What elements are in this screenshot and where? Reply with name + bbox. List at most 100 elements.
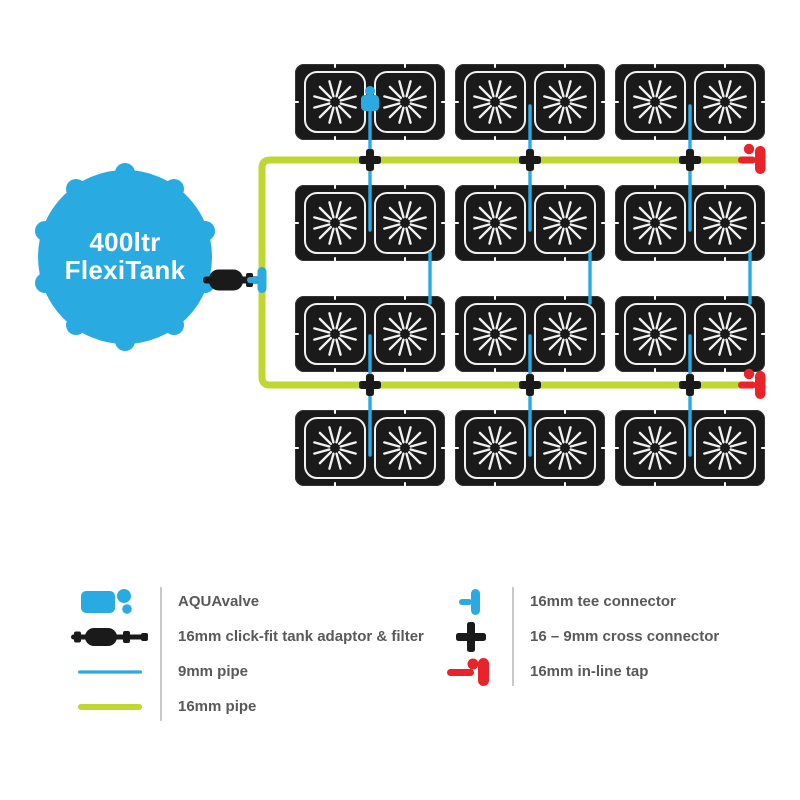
9mm-pipes (368, 104, 752, 457)
grow-tray-r4c3 (611, 406, 769, 490)
tray-mark (493, 136, 497, 144)
tray-mark (601, 221, 609, 225)
plant-icon (633, 201, 677, 245)
pot (304, 192, 366, 254)
legend-item-9mm-pipe: 9mm pipe (60, 654, 450, 689)
legend-label: 16 – 9mm cross connector (530, 628, 720, 645)
tray-mark (333, 257, 337, 265)
tray-mark (653, 292, 657, 300)
tray-mark (563, 257, 567, 265)
plant-icon (633, 426, 677, 470)
grow-tray-r3c1 (291, 292, 449, 376)
pot (374, 192, 436, 254)
tray-mark (403, 257, 407, 265)
pot (464, 71, 526, 133)
tray-mark (333, 136, 337, 144)
tray-mark (653, 181, 657, 189)
pot (304, 417, 366, 479)
plant-icon (473, 426, 517, 470)
pot (534, 192, 596, 254)
cross-connector (359, 374, 381, 396)
tray-mark (723, 136, 727, 144)
cross-connector (519, 149, 541, 171)
pipe-16mm-icon (78, 703, 142, 710)
plant-icon (313, 426, 357, 470)
plant-icon (383, 312, 427, 356)
pot (694, 303, 756, 365)
plant-icon (313, 312, 357, 356)
tray-mark (441, 446, 449, 450)
tray-mark (563, 292, 567, 300)
tray-mark (333, 406, 337, 414)
pot (624, 192, 686, 254)
pot (624, 303, 686, 365)
pot (374, 417, 436, 479)
tray-mark (761, 100, 769, 104)
grow-tray-r2c1 (291, 181, 449, 265)
tray-mark (493, 181, 497, 189)
plant-icon (543, 80, 587, 124)
cross-connector (679, 374, 701, 396)
tray-mark (291, 221, 299, 225)
tank-body (38, 170, 212, 344)
grow-tray-r2c2 (451, 181, 609, 265)
tray-mark (653, 136, 657, 144)
tray-mark (653, 60, 657, 68)
plant-icon (473, 80, 517, 124)
plant-icon (703, 312, 747, 356)
tray-mark (451, 221, 459, 225)
legend-divider (160, 587, 162, 721)
grow-tray-r3c2 (451, 292, 609, 376)
legend-divider (512, 587, 514, 686)
cross-connector (519, 374, 541, 396)
tray-mark (441, 332, 449, 336)
tank-capacity: 400ltr (89, 227, 161, 258)
pot (534, 303, 596, 365)
tray-mark (563, 406, 567, 414)
tray-mark (493, 257, 497, 265)
tray-mark (601, 446, 609, 450)
pot (534, 71, 596, 133)
plant-icon (383, 201, 427, 245)
plant-icon (543, 201, 587, 245)
tray-mark (723, 292, 727, 300)
plant-icon (543, 426, 587, 470)
tray-mark (723, 368, 727, 376)
tray-mark (493, 60, 497, 68)
pot (304, 71, 366, 133)
legend-item-inline-tap: 16mm in-line tap (430, 654, 760, 689)
grow-tray-r4c2 (451, 406, 609, 490)
plant-icon (633, 80, 677, 124)
tray-mark (403, 136, 407, 144)
legend-item-cross-connector: 16 – 9mm cross connector (430, 619, 760, 654)
legend-left: AQUAvalve 16mm click-fit tank adaptor & … (60, 584, 450, 724)
plant-icon (633, 312, 677, 356)
tray-mark (333, 292, 337, 300)
tray-mark (563, 181, 567, 189)
grow-tray-r4c1 (291, 406, 449, 490)
tray-mark (451, 446, 459, 450)
plant-icon (313, 201, 357, 245)
plant-icon (703, 426, 747, 470)
tray-mark (611, 100, 619, 104)
tray-mark (333, 482, 337, 490)
tray-mark (403, 60, 407, 68)
tray-mark (451, 100, 459, 104)
tray-mark (493, 406, 497, 414)
grow-tray-r1c3 (611, 60, 769, 144)
pot (624, 417, 686, 479)
tee-connector (247, 267, 267, 293)
plant-icon (703, 201, 747, 245)
tee-connector-icon (459, 588, 480, 615)
tray-mark (611, 332, 619, 336)
tray-mark (653, 368, 657, 376)
plant-icon (313, 80, 357, 124)
legend-item-tank-adaptor: 16mm click-fit tank adaptor & filter (60, 619, 450, 654)
tray-mark (563, 368, 567, 376)
tray-mark (291, 100, 299, 104)
tray-mark (333, 181, 337, 189)
tray-mark (653, 482, 657, 490)
tray-mark (723, 406, 727, 414)
plant-icon (473, 312, 517, 356)
